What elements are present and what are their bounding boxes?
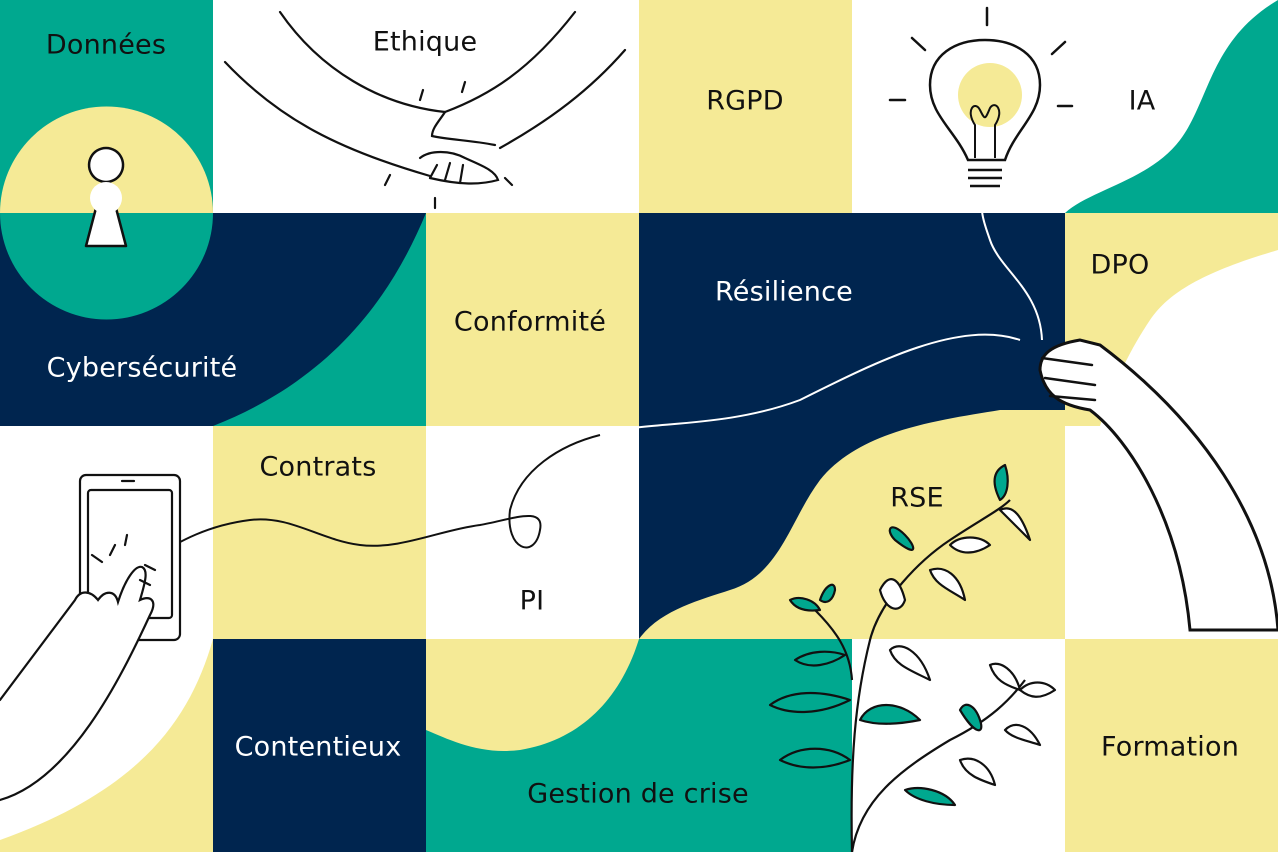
label-contentieux: Contentieux [234, 731, 402, 763]
plant-illustration [768, 463, 1057, 852]
cell-contentieux [213, 639, 426, 852]
cell-pi [426, 426, 639, 639]
cell-conformite [426, 213, 639, 426]
keyhole-icon [84, 146, 128, 248]
label-conformite: Conformité [453, 306, 607, 338]
label-cybersecurite: Cybersécurité [46, 352, 238, 384]
cyber-teal-curve [213, 213, 426, 426]
label-contrats: Contrats [259, 451, 377, 483]
label-rgpd: RGPD [706, 85, 784, 117]
cell-plant-white [852, 639, 1065, 852]
label-formation: Formation [1100, 731, 1240, 763]
cell-resilience [639, 213, 1065, 426]
label-dpo: DPO [1090, 249, 1150, 281]
cell-formation [1065, 639, 1278, 852]
cell-ethique [213, 0, 639, 213]
cell-lightbulb [852, 0, 1065, 213]
handshake-illustration [223, 10, 627, 210]
label-rse: RSE [890, 482, 944, 514]
keyhole-circle-bottom [0, 213, 213, 320]
cell-contrats [213, 426, 426, 639]
gestion-yellow-curve [426, 639, 639, 751]
cell-rgpd [639, 0, 852, 213]
label-donnees: Données [45, 29, 167, 61]
lightbulb-illustration [888, 6, 1074, 341]
label-ia: IA [1128, 85, 1156, 117]
smartphone-touch-illustration [0, 473, 182, 802]
label-ethique: Ethique [372, 26, 478, 58]
ia-teal-wave [1065, 0, 1278, 213]
label-gestion-crise: Gestion de crise [527, 778, 749, 810]
label-pi: PI [519, 585, 545, 617]
cord-illustration [149, 333, 1021, 561]
label-resilience: Résilience [715, 276, 853, 308]
hand-holding-cord-illustration [1038, 338, 1278, 632]
